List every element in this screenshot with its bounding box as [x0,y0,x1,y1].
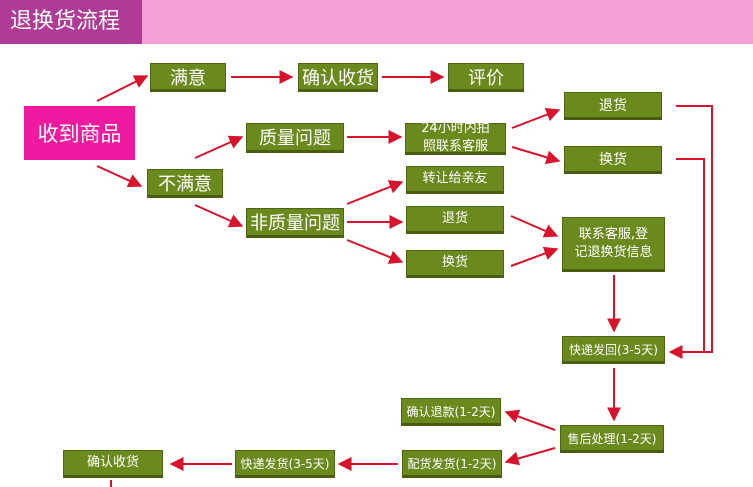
node-review: 评价 [448,63,524,92]
node-register-info: 联系客服,登 记退换货信息 [562,217,665,272]
arrow-contact-to-return [511,107,561,129]
node-express-return: 快递发回(3-5天) [562,336,665,364]
contact-cs-line2: 照联系客服 [422,139,488,154]
arrow-contact-to-exchange [511,146,561,165]
arrow-received-to-satisfied [96,75,149,102]
node-express-ship: 快递发货(3-5天) [235,450,335,478]
arrow-received-to-unsatisfied [96,165,143,188]
page-title: 退换货流程 [0,0,142,44]
arrow-return-to-express [668,105,713,359]
node-satisfied: 满意 [150,63,226,92]
arrow-unsatisfied-to-nonquality [194,204,244,228]
arrow-nonquality-to-exchange [346,239,404,264]
node-non-quality-issue: 非质量问题 [246,208,344,238]
node-prepare-shipment: 配货发货(1-2天) [402,450,502,478]
arrow-return-to-register [510,215,559,238]
arrow-nonquality-to-gift [346,180,404,205]
node-return-top: 退货 [564,92,662,120]
node-confirm-receipt-top: 确认收货 [298,63,378,92]
node-return-mid: 退货 [406,206,504,234]
arrow-exchange-to-register [510,246,559,267]
node-unsatisfied: 不满意 [147,169,223,198]
node-exchange-mid: 换货 [406,250,504,278]
node-confirm-refund: 确认退款(1-2天) [401,398,501,426]
node-gift-to-friends: 转让给亲友 [406,166,504,194]
arrow-aftersales-to-refund [504,409,556,431]
contact-cs-line1: 24小时内拍 [421,121,490,136]
arrow-exchange-to-express [676,158,705,352]
node-exchange-top: 换货 [564,146,662,174]
node-confirm-receipt-bottom: 确认收货 [63,450,163,478]
node-quality-issue: 质量问题 [246,123,344,153]
node-received: 收到商品 [24,106,135,160]
register-line1: 联系客服,登 [578,226,649,242]
register-line2: 记退换货信息 [574,244,653,260]
arrow-unsatisfied-to-quality [194,135,244,159]
header-bar: 退换货流程 [0,0,753,44]
arrow-aftersales-to-shipment [504,447,556,466]
node-after-sales: 售后处理(1-2天) [560,425,664,453]
node-contact-cs-24h: 24小时内拍 照联系客服 [405,121,506,155]
